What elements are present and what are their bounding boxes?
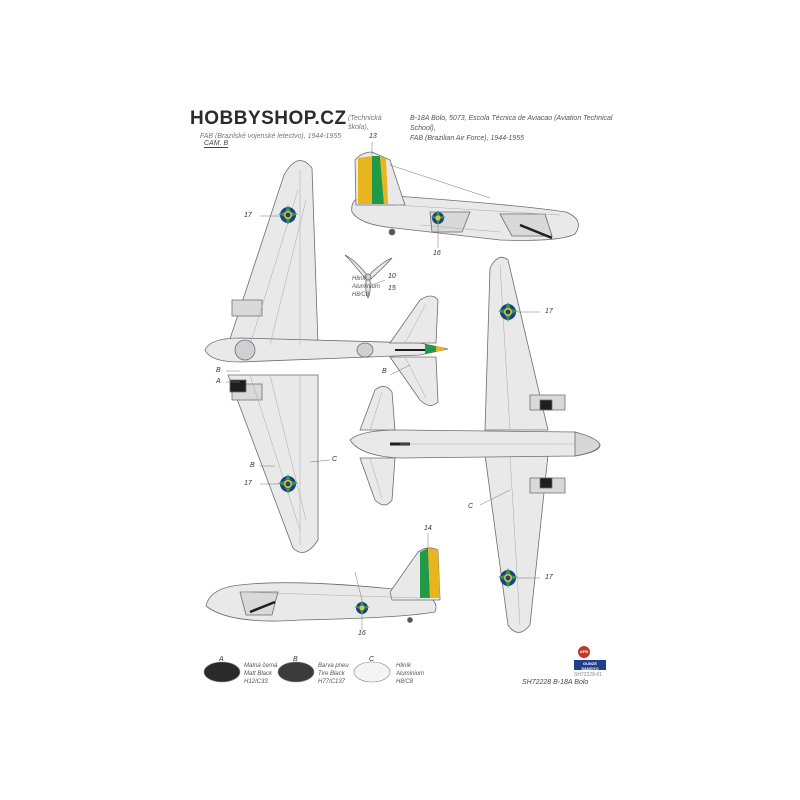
callout-17d: 17 [545, 574, 553, 581]
callout-15: 15 [388, 285, 396, 292]
caption-cz-line1: (Technická škola), [348, 115, 382, 131]
callout-17c: 17 [244, 480, 252, 487]
paint-b-label: Barva pneu Tire Black H77/C137 [318, 663, 349, 685]
afb-logo-icon [578, 646, 590, 658]
side-view-bottom [205, 547, 441, 623]
paint-c-letter: C [369, 656, 375, 663]
caption-cz-line2: FAB (Brazilské vojenské letectvo), 1944-… [200, 133, 342, 140]
paint-b-letter: B [293, 656, 298, 663]
top-view [204, 160, 449, 553]
paint-a-letter: A [219, 656, 224, 663]
paint-chips [203, 661, 391, 683]
callout-13: 13 [369, 133, 377, 140]
callout-10: 10 [388, 273, 396, 280]
callout-c2: C [468, 503, 474, 510]
callout-b2: B [382, 368, 387, 375]
footer-code: SH72228-01 [574, 672, 603, 678]
camouflage-label: CAM. B [204, 140, 229, 148]
bottom-view-stab-upper [359, 386, 396, 431]
caption-en-line2: FAB (Brazilian Air Force), 1944-1955 [410, 135, 524, 142]
top-view-stab-upper [389, 295, 439, 344]
header-caption-english: B-18A Bolo, 5073, Escola Técnica de Avia… [410, 114, 620, 144]
roundel-top-upper [278, 205, 298, 225]
paint-chip-a [203, 661, 241, 683]
side-view-top [351, 151, 579, 241]
gunze-logo-icon [574, 660, 606, 670]
callout-a1: A [216, 378, 221, 385]
callout-16b: 16 [358, 630, 366, 637]
roundel-bottom-lower [498, 568, 518, 588]
bottom-view-stab-lower [359, 457, 396, 506]
caption-en-line1: B-18A Bolo, 5073, Escola Técnica de Avia… [410, 115, 613, 132]
paint-c-label: Hliník Aluminium H8/C8 [396, 663, 425, 685]
callout-c1: C [332, 456, 338, 463]
top-view-stab-lower [389, 356, 439, 406]
roundel-side-top [430, 210, 446, 226]
top-view-fuselage [204, 337, 449, 363]
prop-note: Hliník Aluminium H8/C8 [352, 276, 381, 298]
callout-16a: 16 [433, 250, 441, 257]
top-view-engine-upper [231, 299, 263, 317]
top-view-turret [234, 339, 256, 361]
paint-chip-c [353, 661, 391, 683]
propeller [344, 254, 393, 299]
top-view-lower-wing [227, 374, 319, 553]
leader-lines [226, 142, 540, 630]
roundel-bottom-upper [498, 302, 518, 322]
header-caption-czech: (Technická škola), FAB (Brazilské vojens… [200, 114, 400, 141]
callout-14: 14 [424, 525, 432, 532]
roundel-top-lower [278, 474, 298, 494]
callout-17a: 17 [244, 212, 252, 219]
callout-17b: 17 [545, 308, 553, 315]
top-view-upper-wing [227, 160, 319, 346]
paint-a-label: Matná černá Matt Black H12/C33 [244, 663, 278, 685]
callout-b1: B [216, 367, 221, 374]
bottom-view-upper-wing [484, 256, 549, 431]
footer-title: SH72228 B-18A Bolo [522, 679, 589, 686]
roundel-side-bottom [354, 600, 370, 616]
bottom-view [349, 256, 601, 633]
paint-chip-b [277, 661, 315, 683]
callout-b3: B [250, 462, 255, 469]
gunze-logo: GUNZE SANGYO [581, 661, 599, 671]
bottom-view-lower-wing [484, 454, 549, 633]
top-view-black-panel [229, 379, 247, 393]
brand-watermark: HOBBYSHOP.CZ [190, 108, 347, 129]
afb-logo: AFB [579, 649, 589, 654]
